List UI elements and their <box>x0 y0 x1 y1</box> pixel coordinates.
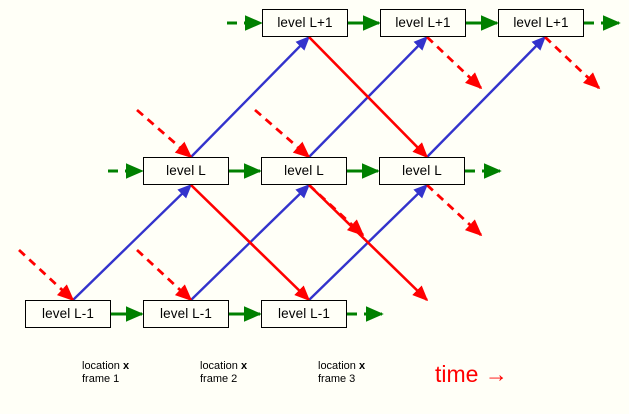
node-level-l-frame3[interactable]: level L <box>379 157 465 185</box>
column-label-frame3: location x frame 3 <box>318 360 365 386</box>
node-label: level L-1 <box>42 306 94 322</box>
node-level-l-frame2[interactable]: level L <box>261 157 347 185</box>
green-solid-edges <box>111 15 499 322</box>
node-label: level L <box>284 163 324 179</box>
red-dashed-arrow-6 <box>308 183 365 237</box>
red-dashed-down-edges <box>18 35 601 302</box>
column-label-frame2: location x frame 2 <box>200 360 247 386</box>
red-dashed-arrow-4 <box>426 35 483 90</box>
red-down-arrow-1 <box>190 184 311 302</box>
node-label: level L+1 <box>513 15 569 31</box>
time-axis-label: time → <box>435 361 508 387</box>
node-label: level L <box>166 163 206 179</box>
column-label-frame-line: frame 3 <box>318 373 356 385</box>
green-dashed-edges <box>108 15 621 322</box>
red-dashed-arrow-7 <box>426 183 483 237</box>
location-variable: x <box>122 360 130 372</box>
column-label-frame-line: frame 1 <box>82 373 120 385</box>
column-label-location-line: location x <box>200 360 247 373</box>
red-down-arrow-0 <box>308 36 429 159</box>
column-label-location-line: location x <box>82 360 129 373</box>
node-level-lminus1-frame2[interactable]: level L-1 <box>143 300 229 328</box>
red-dashed-arrow-0 <box>18 248 75 302</box>
blue-up-arrow-0 <box>72 183 193 301</box>
node-label: level L <box>402 163 442 179</box>
location-variable: x <box>240 360 248 372</box>
red-solid-down-edges <box>190 36 429 302</box>
location-text: location <box>318 360 359 372</box>
column-label-frame-line: frame 2 <box>200 373 238 385</box>
node-label: level L-1 <box>278 306 330 322</box>
node-level-l-frame1[interactable]: level L <box>143 157 229 185</box>
node-level-lplus1-frame3[interactable]: level L+1 <box>498 9 584 37</box>
blue-up-arrow-3 <box>190 35 311 158</box>
node-level-lminus1-frame1[interactable]: level L-1 <box>25 300 111 328</box>
red-dashed-arrow-1 <box>136 248 193 302</box>
location-text: location <box>82 360 123 372</box>
red-dashed-arrow-3 <box>254 108 311 159</box>
node-level-lplus1-frame1[interactable]: level L+1 <box>262 9 348 37</box>
node-level-lminus1-frame3[interactable]: level L-1 <box>261 300 347 328</box>
location-variable: x <box>358 360 366 372</box>
column-label-frame1: location x frame 1 <box>82 360 129 386</box>
node-label: level L+1 <box>277 15 333 31</box>
red-dashed-arrow-2 <box>136 108 193 159</box>
node-label: level L+1 <box>395 15 451 31</box>
node-level-lplus1-frame2[interactable]: level L+1 <box>380 9 466 37</box>
red-dashed-arrow-5 <box>544 35 601 90</box>
blue-up-arrow-5 <box>426 35 547 158</box>
red-down-arrow-2 <box>308 184 429 302</box>
column-label-location-line: location x <box>318 360 365 373</box>
node-label: level L-1 <box>160 306 212 322</box>
location-text: location <box>200 360 241 372</box>
